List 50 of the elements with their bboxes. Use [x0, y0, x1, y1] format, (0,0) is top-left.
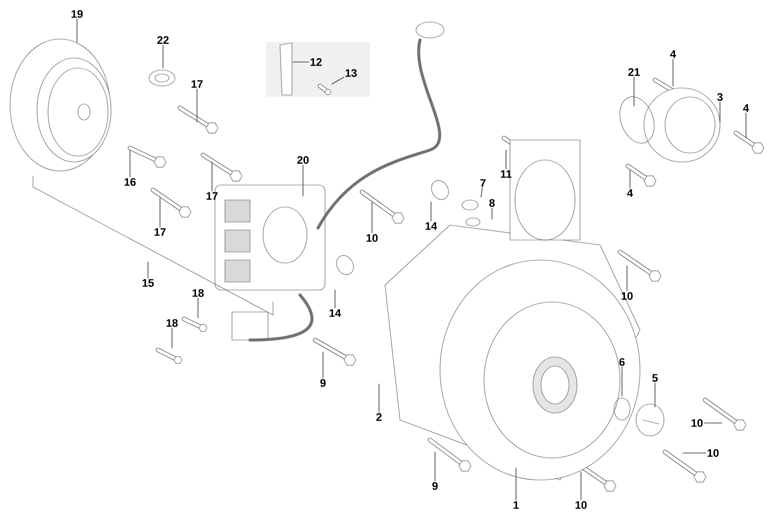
callout-number: 17 — [206, 192, 218, 200]
leader-line — [672, 58, 674, 86]
callout-number: 2 — [376, 413, 382, 421]
callout-number: 20 — [297, 156, 309, 164]
callout-number: 15 — [142, 279, 154, 287]
callout-number: 6 — [619, 358, 625, 366]
callout-number: 16 — [124, 178, 136, 186]
callout-number: 10 — [366, 234, 378, 242]
callout-number: 10 — [622, 292, 633, 300]
callout-number: 9 — [432, 482, 438, 490]
callout-number: 4 — [627, 189, 633, 197]
leader-line — [378, 384, 380, 412]
callout-number: 10 — [692, 419, 703, 427]
callout-number: 10 — [708, 449, 719, 457]
leader-line — [654, 382, 656, 408]
leader-line — [162, 44, 164, 68]
leader-line — [334, 290, 336, 308]
leader-line — [322, 352, 324, 378]
leader-line — [704, 422, 722, 424]
leader-line — [682, 452, 706, 454]
leader-line — [196, 88, 198, 122]
callout-number: 17 — [154, 228, 166, 236]
leader-line — [76, 18, 78, 42]
callout-number: 21 — [628, 68, 640, 76]
leader-line — [626, 266, 628, 292]
leader-line — [302, 164, 304, 196]
callout-number: 3 — [717, 93, 723, 101]
leader-line — [580, 472, 582, 500]
leader-line — [332, 76, 344, 84]
callout-number: 8 — [489, 199, 495, 207]
callout-number: 19 — [72, 10, 83, 18]
callout-number: 13 — [346, 69, 357, 77]
callout-number: 14 — [330, 309, 342, 317]
callout-number: 17 — [192, 80, 203, 88]
callout-number: 5 — [652, 374, 658, 382]
callout-number: 11 — [500, 170, 512, 178]
callout-number: 22 — [157, 36, 169, 44]
callout-number: 7 — [480, 179, 486, 187]
callout-number: 12 — [310, 58, 322, 66]
callout-number: 9 — [320, 379, 326, 387]
callout-number: 18 — [192, 289, 204, 297]
leader-line — [430, 202, 432, 222]
leader-line — [480, 188, 483, 198]
callout-number: 18 — [166, 319, 178, 327]
callout-number: 1 — [514, 501, 519, 509]
callout-number: 14 — [426, 222, 438, 230]
callout-number: 4 — [670, 50, 676, 58]
callout-number: 4 — [743, 104, 749, 112]
leader-line — [434, 452, 436, 482]
callout-number: 10 — [576, 501, 587, 509]
